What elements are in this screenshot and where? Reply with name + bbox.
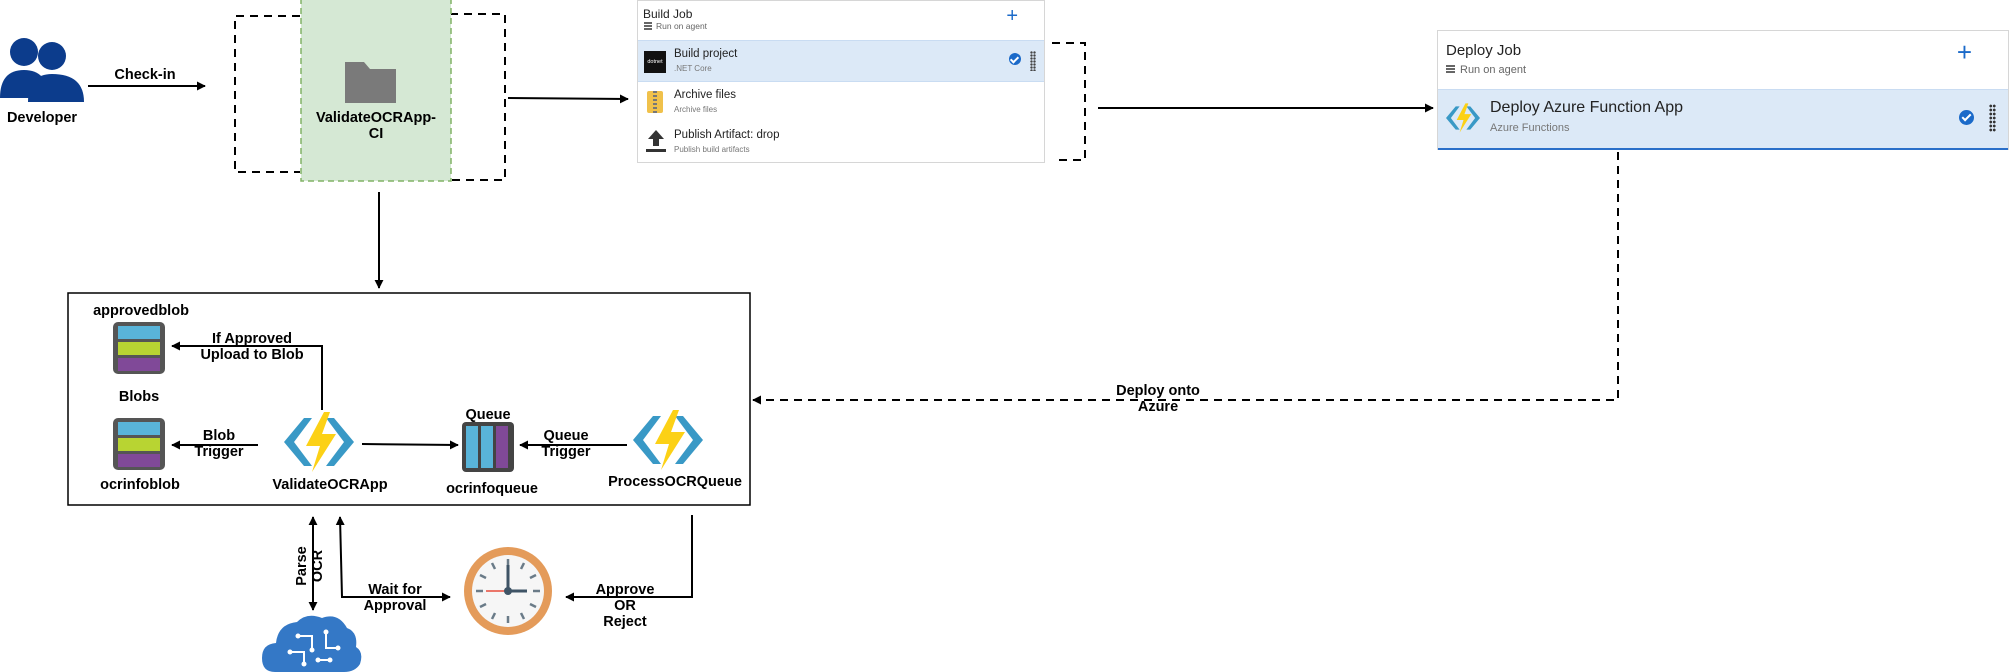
queue-label: Queue bbox=[465, 407, 511, 423]
check-icon bbox=[1009, 53, 1021, 65]
function-app-container bbox=[67, 292, 751, 506]
upload-icon bbox=[646, 130, 666, 154]
validate-function-label: ValidateOCRApp bbox=[272, 477, 388, 493]
folder-icon bbox=[345, 62, 396, 103]
task-subtitle: Publish build artifacts bbox=[674, 145, 750, 154]
wait-for-approval-arrow bbox=[335, 516, 451, 602]
deploy-onto-azure-arrow bbox=[752, 152, 1619, 405]
add-task-button[interactable]: + bbox=[1956, 37, 1972, 67]
blob-trigger-label: Blob Trigger bbox=[194, 428, 244, 460]
blobs-label: Blobs bbox=[118, 389, 160, 405]
task-row-publish-artifact[interactable]: Publish Artifact: drop Publish build art… bbox=[638, 123, 1044, 163]
ci-pipeline-label: ValidateOCRApp- CI bbox=[315, 110, 437, 142]
ci-to-build-arrow bbox=[507, 94, 629, 104]
task-subtitle: Archive files bbox=[674, 105, 718, 114]
task-subtitle: Azure Functions bbox=[1490, 122, 1570, 134]
parse-ocr-label: Parse OCR bbox=[294, 546, 326, 586]
if-approved-label: If Approved Upload to Blob bbox=[200, 331, 304, 363]
drag-handle-icon[interactable] bbox=[1989, 104, 1996, 132]
ocrinfoqueue-label: ocrinfoqueue bbox=[446, 481, 538, 497]
build-job-subtitle: Run on agent bbox=[656, 21, 708, 31]
wait-for-approval-label: Wait for Approval bbox=[363, 582, 427, 614]
task-name: Archive files bbox=[674, 89, 736, 101]
deploy-job-subtitle: Run on agent bbox=[1460, 64, 1527, 76]
drag-handle-icon[interactable] bbox=[1030, 51, 1036, 71]
ci-pipeline-bracket bbox=[234, 13, 506, 181]
developer-icon bbox=[0, 38, 84, 102]
azure-function-icon bbox=[284, 412, 354, 472]
build-job-title: Build Job bbox=[643, 7, 693, 21]
cognitive-services-icon bbox=[262, 615, 362, 672]
dotnet-icon: dotnet bbox=[644, 51, 666, 73]
azure-function-icon bbox=[633, 410, 703, 470]
deploy-job-title: Deploy Job bbox=[1446, 42, 1522, 59]
check-in-label: Check-in bbox=[114, 67, 176, 83]
add-task-button[interactable]: + bbox=[1006, 5, 1018, 27]
zip-archive-icon bbox=[647, 91, 663, 113]
upload-to-blob-arrow bbox=[171, 341, 323, 410]
storage-blob-icon bbox=[113, 322, 165, 374]
approvedblob-label: approvedblob bbox=[93, 303, 189, 319]
check-icon bbox=[1959, 110, 1974, 125]
validate-to-queue-arrow bbox=[361, 440, 459, 450]
ocrinfoblob-label: ocrinfoblob bbox=[100, 477, 180, 493]
approve-reject-label: Approve OR Reject bbox=[595, 582, 655, 630]
agent-icon bbox=[1446, 65, 1455, 74]
task-name: Build project bbox=[674, 48, 738, 60]
process-function-label: ProcessOCRQueue bbox=[608, 474, 742, 490]
clock-icon bbox=[464, 547, 552, 635]
task-name: Deploy Azure Function App bbox=[1490, 99, 1684, 116]
approve-reject-arrow bbox=[565, 515, 693, 602]
build-job-panel: Build Job Run on agent + dotnet Build pr… bbox=[637, 0, 1045, 163]
agent-icon bbox=[644, 22, 652, 30]
build-job-bracket bbox=[1052, 42, 1086, 161]
deploy-job-panel: Deploy Job Run on agent + Deploy Azure F… bbox=[1437, 30, 2009, 150]
deploy-onto-azure-label: Deploy onto Azure bbox=[1116, 383, 1200, 415]
azure-function-icon bbox=[1446, 103, 1480, 133]
storage-blob-icon bbox=[113, 418, 165, 470]
task-row-deploy-function-app[interactable]: Deploy Azure Function App Azure Function… bbox=[1438, 89, 2008, 150]
developer-label: Developer bbox=[6, 110, 78, 126]
task-subtitle: .NET Core bbox=[674, 64, 712, 73]
storage-queue-icon bbox=[462, 422, 514, 472]
task-row-archive-files[interactable]: Archive files Archive files bbox=[638, 82, 1044, 122]
task-row-build-project[interactable]: dotnet Build project .NET Core bbox=[638, 40, 1044, 82]
task-name: Publish Artifact: drop bbox=[674, 129, 780, 141]
queue-trigger-label: Queue Trigger bbox=[541, 428, 591, 460]
